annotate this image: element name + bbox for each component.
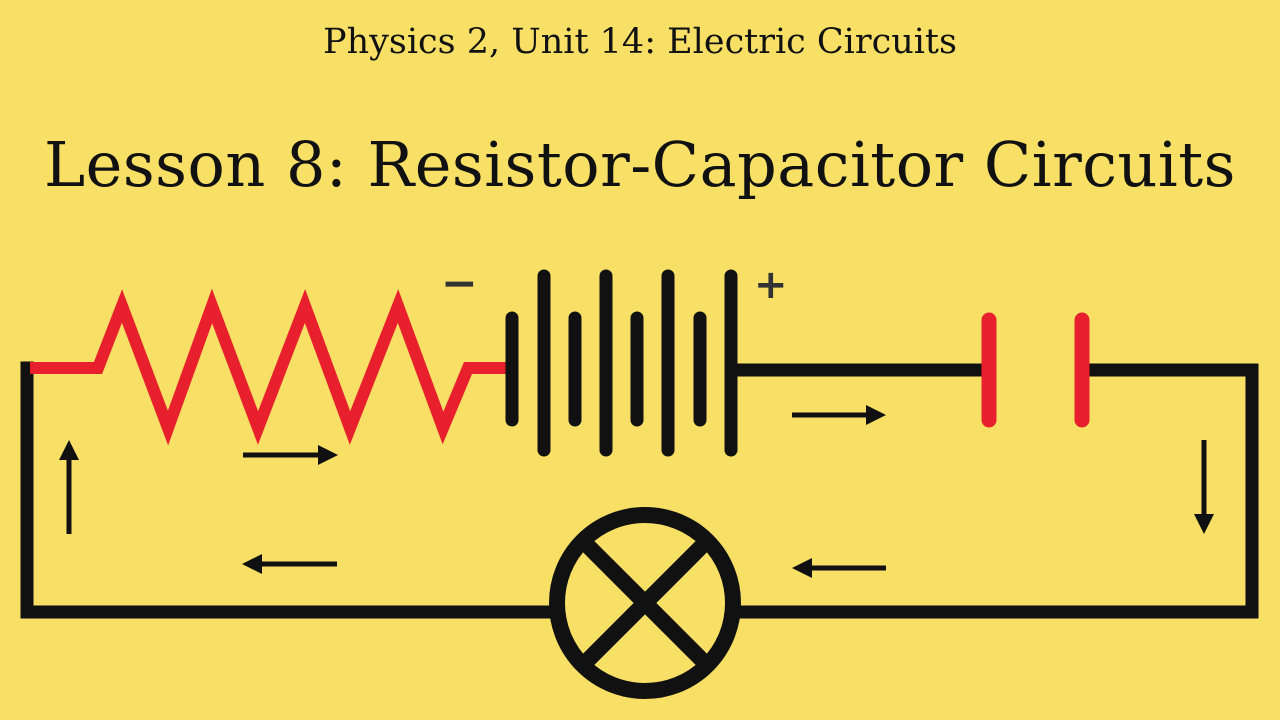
wire-loop: [20, 361, 1259, 619]
current-arrow-icon: [59, 440, 79, 534]
current-arrow-icon: [792, 405, 886, 425]
battery-positive-label: +: [754, 262, 788, 308]
wire-right-bottom: [733, 363, 1259, 619]
battery-icon: [505, 269, 738, 457]
battery-negative-label: −: [441, 258, 478, 309]
lamp-icon: [549, 507, 741, 699]
current-arrow-icon: [243, 445, 338, 465]
current-arrow-icon: [792, 558, 886, 578]
current-arrow-icon: [242, 554, 337, 574]
current-arrow-icon: [1194, 440, 1214, 534]
lesson-title: Lesson 8: Resistor-Capacitor Circuits: [44, 128, 1236, 201]
unit-subtitle: Physics 2, Unit 14: Electric Circuits: [323, 22, 957, 62]
current-arrows: [59, 405, 1214, 578]
resistor-icon: [30, 288, 508, 446]
wire-left-bottom: [20, 361, 555, 619]
capacitor-icon: [981, 312, 1090, 428]
